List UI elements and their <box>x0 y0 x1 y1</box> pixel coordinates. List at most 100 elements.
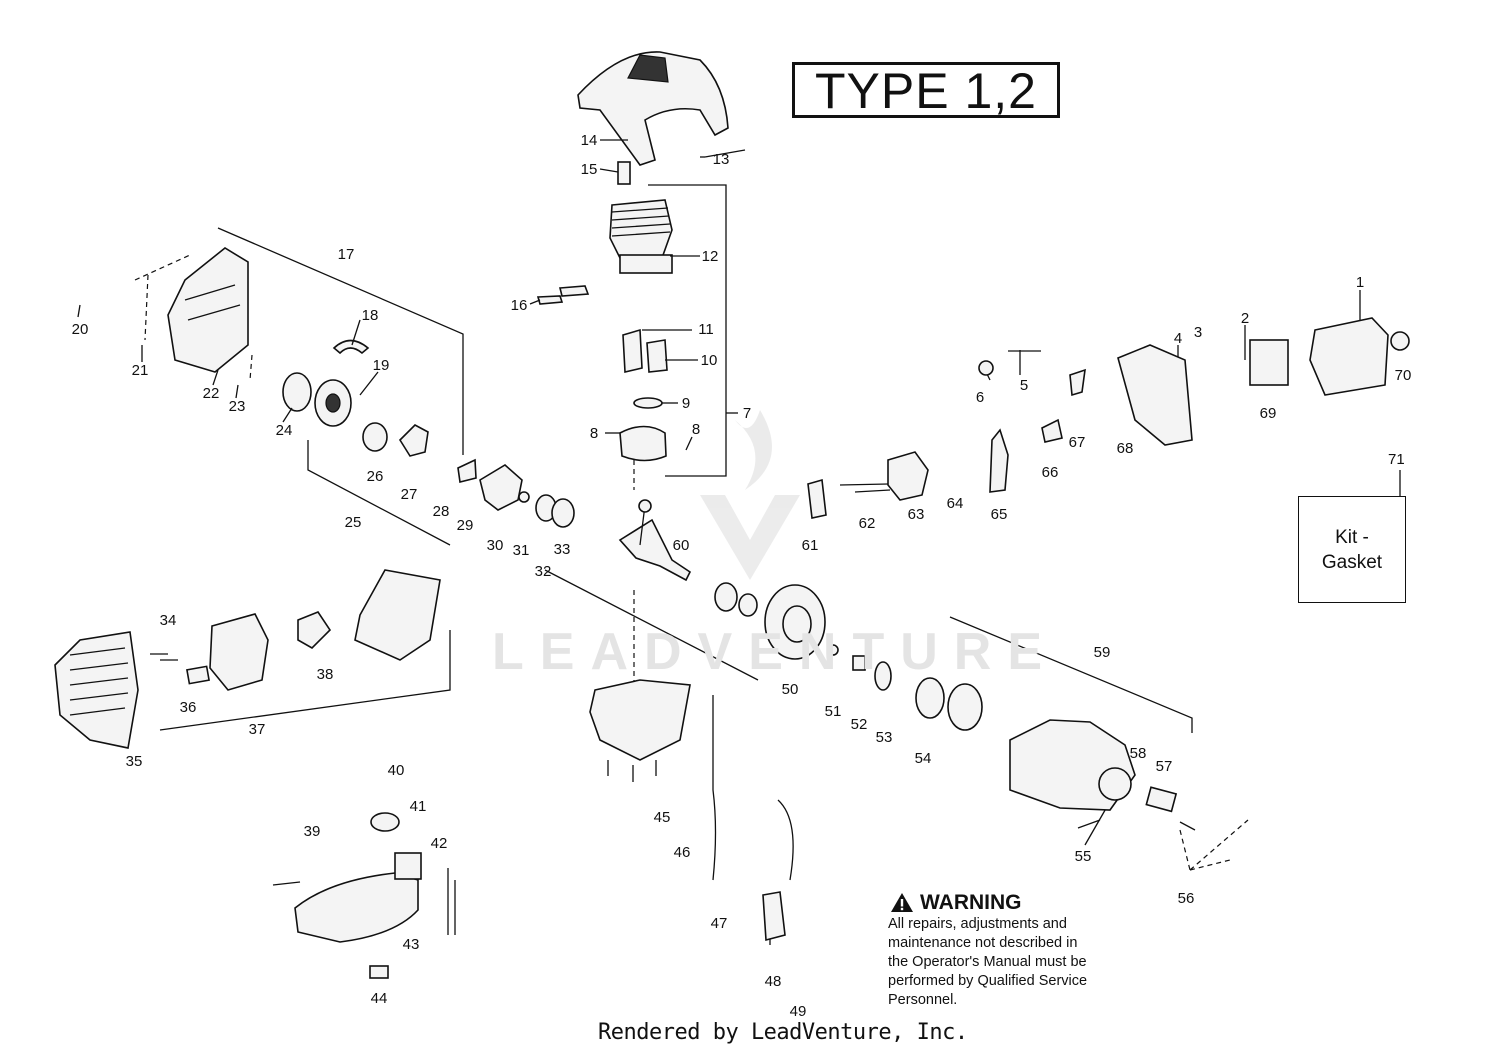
warning-line: the Operator's Manual must be <box>888 954 1087 970</box>
part-number-label: 12 <box>702 248 719 265</box>
part-number-labels: 1 2 3 4 5 6 7 8 8 9 10 11 12 13 14 15 16… <box>72 132 1412 1020</box>
part-number-label: 7 <box>743 405 751 422</box>
air-filter-cover-part <box>1309 317 1389 396</box>
part-number-label: 23 <box>229 398 246 415</box>
part-number-label: 31 <box>513 542 530 559</box>
part-number-label: 11 <box>698 321 714 338</box>
part-number-label: 19 <box>373 357 390 374</box>
warning-line: performed by Qualified Service <box>888 973 1088 989</box>
part-illustrations <box>54 51 1410 979</box>
part-number-label: 45 <box>654 809 671 826</box>
part-number-label: 50 <box>782 681 799 698</box>
part-number-label: 25 <box>345 514 362 531</box>
part-number-label: 21 <box>132 362 149 379</box>
part-number-label: 41 <box>410 798 427 815</box>
warning-line: maintenance not described in <box>888 935 1078 951</box>
part-number-label: 52 <box>851 716 868 733</box>
part-number-label: 40 <box>388 762 405 779</box>
part-number-label: 3 <box>1194 324 1202 341</box>
part-number-label: 4 <box>1174 330 1182 347</box>
warning-line: All repairs, adjustments and <box>888 916 1067 932</box>
part-number-label: 63 <box>908 506 925 523</box>
part-number-label: 10 <box>701 352 718 369</box>
leader-lines <box>77 139 738 451</box>
part-number-label: 66 <box>1042 464 1059 481</box>
part-number-label: 38 <box>317 666 334 683</box>
muffler-part <box>209 613 269 691</box>
part-number-label: 35 <box>126 753 143 770</box>
part-number-label: 67 <box>1069 434 1086 451</box>
air-filter-part <box>1249 339 1289 386</box>
part-number-label: 58 <box>1130 745 1147 762</box>
part-number-label: 8 <box>590 425 598 442</box>
part-number-label: 28 <box>433 503 450 520</box>
part-number-label: 8 <box>692 421 700 438</box>
watermark-text: LEADVENTURE <box>492 623 1059 681</box>
kit-label-line2: Gasket <box>1321 551 1383 573</box>
part-number-label: 42 <box>431 835 448 852</box>
crankshaft-part <box>618 518 692 582</box>
part-number-label: 1 <box>1356 274 1364 291</box>
part-number-label: 16 <box>511 297 528 314</box>
kit-label-line1: Kit - <box>1335 526 1369 548</box>
part-number-label: 37 <box>249 721 266 738</box>
crankcase-part <box>589 679 691 761</box>
part-number-label: 47 <box>711 915 728 932</box>
part-number-label: 44 <box>371 990 388 1007</box>
part-number-label: 53 <box>876 729 893 746</box>
part-number-label: 54 <box>915 750 932 767</box>
part-number-label: 62 <box>859 515 876 532</box>
carburetor-part <box>887 451 929 501</box>
part-number-label: 9 <box>682 395 690 412</box>
part-number-label: 69 <box>1260 405 1277 422</box>
part-number-label: 5 <box>1020 377 1028 394</box>
warning-triangle-icon <box>891 893 913 912</box>
part-number-label: 46 <box>674 844 691 861</box>
part-number-label: 51 <box>825 703 842 720</box>
footer-credit: Rendered by LeadVenture, Inc. <box>598 1020 968 1045</box>
part-number-label: 61 <box>802 537 819 554</box>
part-number-label: 39 <box>304 823 321 840</box>
muffler-cover-part <box>54 631 139 749</box>
part-number-label: 60 <box>673 537 690 554</box>
watermark-logo <box>700 410 800 580</box>
engine-cover-part <box>577 51 729 166</box>
part-number-label: 64 <box>947 495 964 512</box>
diagram-title: TYPE 1,2 <box>792 62 1060 118</box>
part-number-label: 20 <box>72 321 89 338</box>
part-number-label: 27 <box>401 486 418 503</box>
part-number-label: 34 <box>160 612 177 629</box>
part-number-label: 18 <box>362 307 379 324</box>
part-number-label: 24 <box>276 422 293 439</box>
part-number-label: 14 <box>581 132 598 149</box>
part-number-label: 33 <box>554 541 571 558</box>
part-number-label: 70 <box>1395 367 1412 384</box>
piston-part <box>619 425 667 462</box>
part-number-label: 26 <box>367 468 384 485</box>
fuel-tank-part <box>294 872 419 943</box>
air-filter-housing-part <box>1117 344 1193 446</box>
part-number-label: 68 <box>1117 440 1134 457</box>
part-number-label: 30 <box>487 537 504 554</box>
part-number-label: 43 <box>403 936 420 953</box>
part-number-label: 6 <box>976 389 984 406</box>
warning-notice: WARNING All repairs, adjustments and mai… <box>888 891 1138 1010</box>
starter-housing-part <box>167 247 249 373</box>
part-number-label: 57 <box>1156 758 1173 775</box>
part-number-label: 36 <box>180 699 197 716</box>
group-bracket-lines <box>134 184 1401 945</box>
part-number-label: 17 <box>338 246 355 263</box>
warning-line: Personnel. <box>888 992 958 1008</box>
warning-title: WARNING <box>920 891 1022 914</box>
part-number-label: 55 <box>1075 848 1092 865</box>
part-number-label: 2 <box>1241 310 1249 327</box>
kit-part-number: 71 <box>1388 451 1405 468</box>
part-number-label: 13 <box>713 151 730 168</box>
part-number-label: 15 <box>581 161 598 178</box>
part-number-label: 29 <box>457 517 474 534</box>
part-number-label: 32 <box>535 563 552 580</box>
part-number-label: 59 <box>1094 644 1111 661</box>
part-number-label: 65 <box>991 506 1008 523</box>
part-number-label: 22 <box>203 385 220 402</box>
